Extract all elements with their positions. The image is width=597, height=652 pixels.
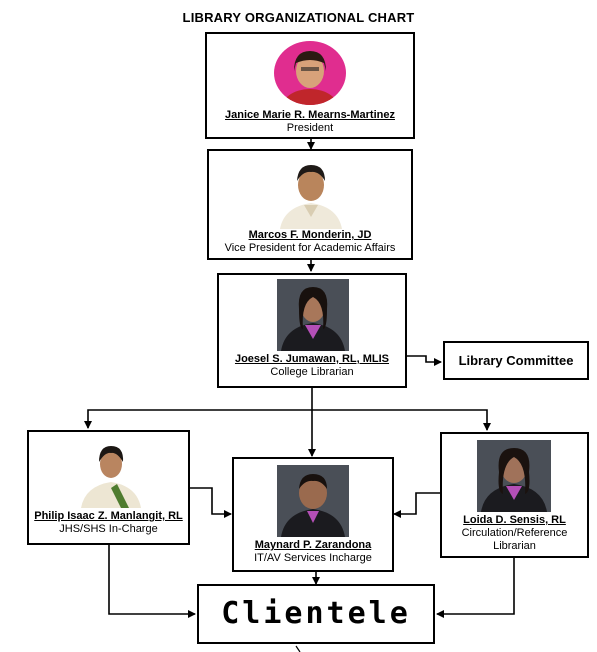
arrow-to-jhs [84, 409, 312, 429]
vp-role: Vice President for Academic Affairs [224, 242, 396, 254]
clientele-label: Clientele [221, 596, 411, 631]
arrow-circ-to-itav [393, 492, 440, 518]
clientele-box: Clientele [197, 584, 435, 644]
itav-box: Maynard P. Zarandona IT/AV Services Inch… [232, 457, 394, 572]
committee-box: Library Committee [443, 341, 589, 380]
committee-label: Library Committee [458, 353, 574, 368]
arrow-below-clientele [295, 645, 301, 652]
circ-role-line2: Librarian [493, 540, 536, 552]
jhs-name: Philip Isaac Z. Manlangit, RL [34, 510, 183, 522]
circ-photo [477, 440, 551, 512]
vp-box: Marcos F. Monderin, JD Vice President fo… [207, 149, 413, 260]
chart-title: LIBRARY ORGANIZATIONAL CHART [182, 10, 415, 25]
arrow-librarian-to-committee [406, 355, 442, 366]
jhs-box: Philip Isaac Z. Manlangit, RL JHS/SHS In… [27, 430, 190, 545]
librarian-name: Joesel S. Jumawan, RL, MLIS [234, 353, 390, 365]
circ-name: Loida D. Sensis, RL [463, 514, 566, 526]
president-photo [274, 41, 346, 105]
arrow-circ-to-clientele [436, 557, 515, 618]
president-name: Janice Marie R. Mearns-Martinez [225, 109, 395, 121]
vp-name: Marcos F. Monderin, JD [248, 229, 372, 241]
librarian-role: College Librarian [270, 366, 354, 378]
itav-photo [277, 465, 349, 537]
itav-role: IT/AV Services Incharge [254, 552, 372, 564]
itav-name: Maynard P. Zarandona [254, 539, 372, 551]
jhs-role: JHS/SHS In-Charge [59, 523, 158, 535]
circ-role-line1: Circulation/Reference [461, 527, 568, 539]
librarian-photo [277, 279, 349, 351]
circ-box: Loida D. Sensis, RL Circulation/Referenc… [440, 432, 589, 558]
arrow-jhs-to-clientele [108, 544, 196, 618]
arrow-jhs-to-itav [190, 487, 232, 518]
president-box: Janice Marie R. Mearns-Martinez Presiden… [205, 32, 415, 139]
librarian-box: Joesel S. Jumawan, RL, MLIS College Libr… [217, 273, 407, 388]
vp-photo [274, 157, 348, 229]
jhs-photo [77, 440, 145, 508]
arrow-to-circ [312, 409, 491, 431]
president-role: President [286, 122, 334, 134]
